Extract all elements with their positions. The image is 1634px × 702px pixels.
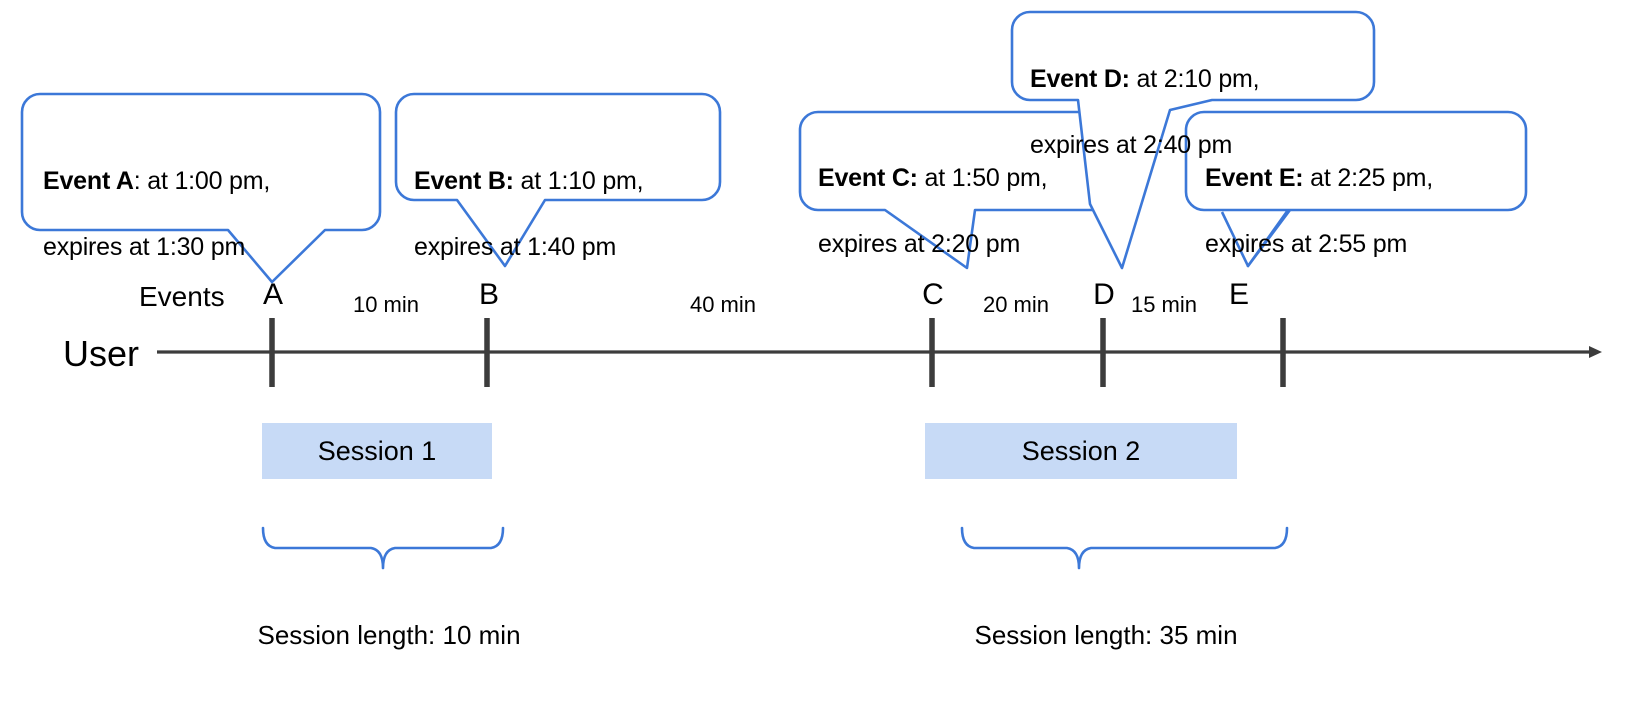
callout-event-b-shape (394, 92, 722, 268)
callout-event-a-bold: Event A (43, 167, 134, 195)
callout-event-b-rest: at 1:10 pm, (513, 167, 644, 195)
callout-event-c-rest: at 1:50 pm, (917, 164, 1048, 192)
callout-event-e-shape (1184, 110, 1528, 268)
session-bar-1-label: Session 1 (317, 435, 437, 466)
event-letter-d: D (1093, 278, 1115, 311)
timeline-axis (157, 318, 1602, 387)
callout-event-b-line2: expires at 1:40 pm (414, 233, 617, 261)
callout-event-a-shape (20, 92, 382, 284)
callout-event-c-bold: Event C: (818, 164, 918, 192)
interval-label-d-e: 15 min (1130, 292, 1198, 317)
session-2-length-caption: Session length: 35 min (974, 620, 1238, 650)
event-letter-e: E (1228, 278, 1250, 311)
session-bar-1: Session 1 (262, 423, 492, 479)
events-label: Events (139, 281, 225, 312)
session-1-length-caption: Session length: 10 min (257, 620, 521, 650)
callout-event-a-text: Event A: at 1:00 pm, expires at 1:30 pm (43, 132, 373, 264)
callout-event-b-bold: Event B: (414, 167, 514, 195)
callout-event-a-rest: : at 1:00 pm, (133, 167, 271, 195)
event-letter-b: B (478, 278, 500, 311)
session-bar-2: Session 2 (925, 423, 1237, 479)
callout-event-e-text: Event E: at 2:25 pm, expires at 2:55 pm (1205, 129, 1515, 261)
callout-event-c-text: Event C: at 1:50 pm, expires at 2:20 pm (818, 129, 1128, 261)
callout-event-d-shape (1010, 10, 1376, 270)
callout-event-d-line2: expires at 2:40 pm (1030, 131, 1233, 159)
session-2-brace (960, 526, 1289, 570)
callout-event-b-text: Event B: at 1:10 pm, expires at 1:40 pm (414, 132, 714, 264)
event-letter-c: C (922, 278, 944, 311)
callout-event-e-bold: Event E: (1205, 164, 1304, 192)
callout-event-e-rest: at 2:25 pm, (1303, 164, 1434, 192)
callout-event-a-line2: expires at 1:30 pm (43, 233, 246, 261)
session-bar-2-label: Session 2 (1021, 435, 1141, 466)
event-letter-a: A (262, 278, 284, 311)
interval-label-c-d: 20 min (982, 292, 1050, 317)
callout-event-c-line2: expires at 2:20 pm (818, 230, 1021, 258)
callout-event-d-rest: at 2:10 pm, (1129, 65, 1260, 93)
lane-label-user: User (63, 333, 140, 374)
interval-label-a-b: 10 min (352, 292, 420, 317)
callout-event-e-line2: expires at 2:55 pm (1205, 230, 1408, 258)
session-1-brace (261, 526, 505, 570)
interval-label-b-c: 40 min (689, 292, 757, 317)
callout-event-d-text: Event D: at 2:10 pm, expires at 2:40 pm (1030, 30, 1350, 162)
callout-event-d-bold: Event D: (1030, 65, 1130, 93)
